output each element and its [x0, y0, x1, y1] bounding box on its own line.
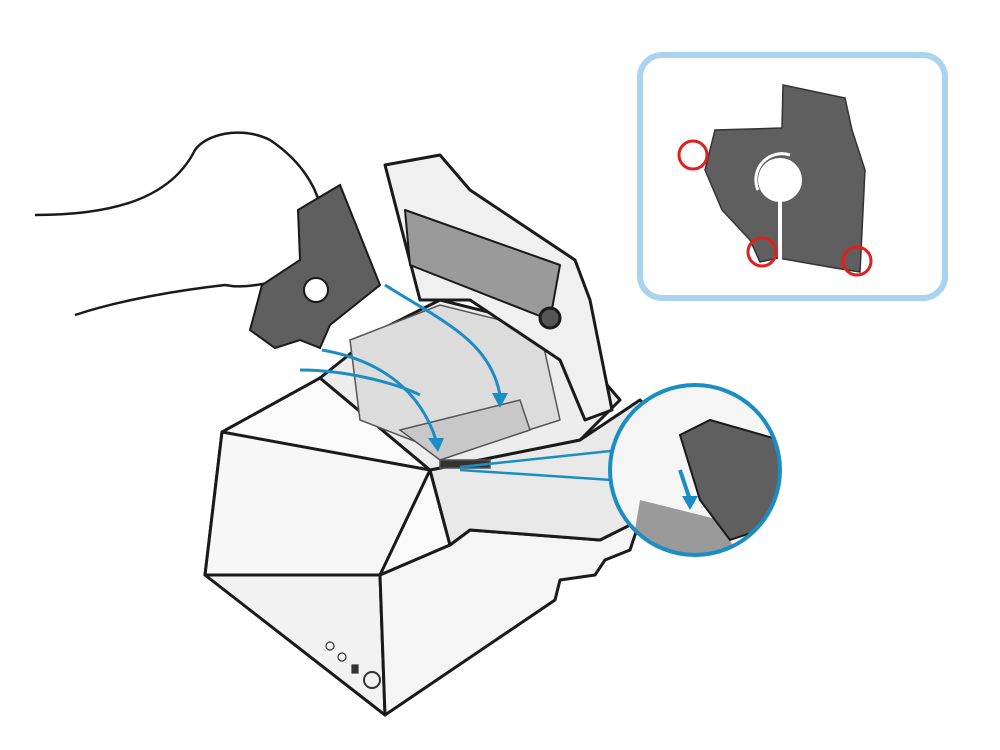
inset-detail-panel [637, 52, 948, 301]
detail-callout [608, 383, 782, 557]
insertion-arrows [299, 283, 502, 441]
arrowhead-icon [492, 393, 508, 408]
paper-guide-part [248, 183, 382, 350]
arrow-icon [321, 348, 438, 441]
arrow-icon [299, 368, 421, 397]
arrowhead-icon [428, 438, 444, 452]
platen-gear [538, 306, 562, 330]
front-panel [325, 641, 381, 689]
highlight-circle [677, 139, 709, 171]
highlight-circle [746, 236, 778, 268]
power-icon [325, 641, 335, 651]
paper-compartment [349, 304, 561, 469]
printer-cover-open [383, 153, 614, 422]
arrow-icon [384, 283, 502, 396]
error-icon [363, 671, 381, 689]
network-icon [351, 664, 359, 674]
highlight-circle [841, 245, 873, 277]
feed-icon [337, 652, 347, 662]
callout-lines [459, 448, 621, 482]
